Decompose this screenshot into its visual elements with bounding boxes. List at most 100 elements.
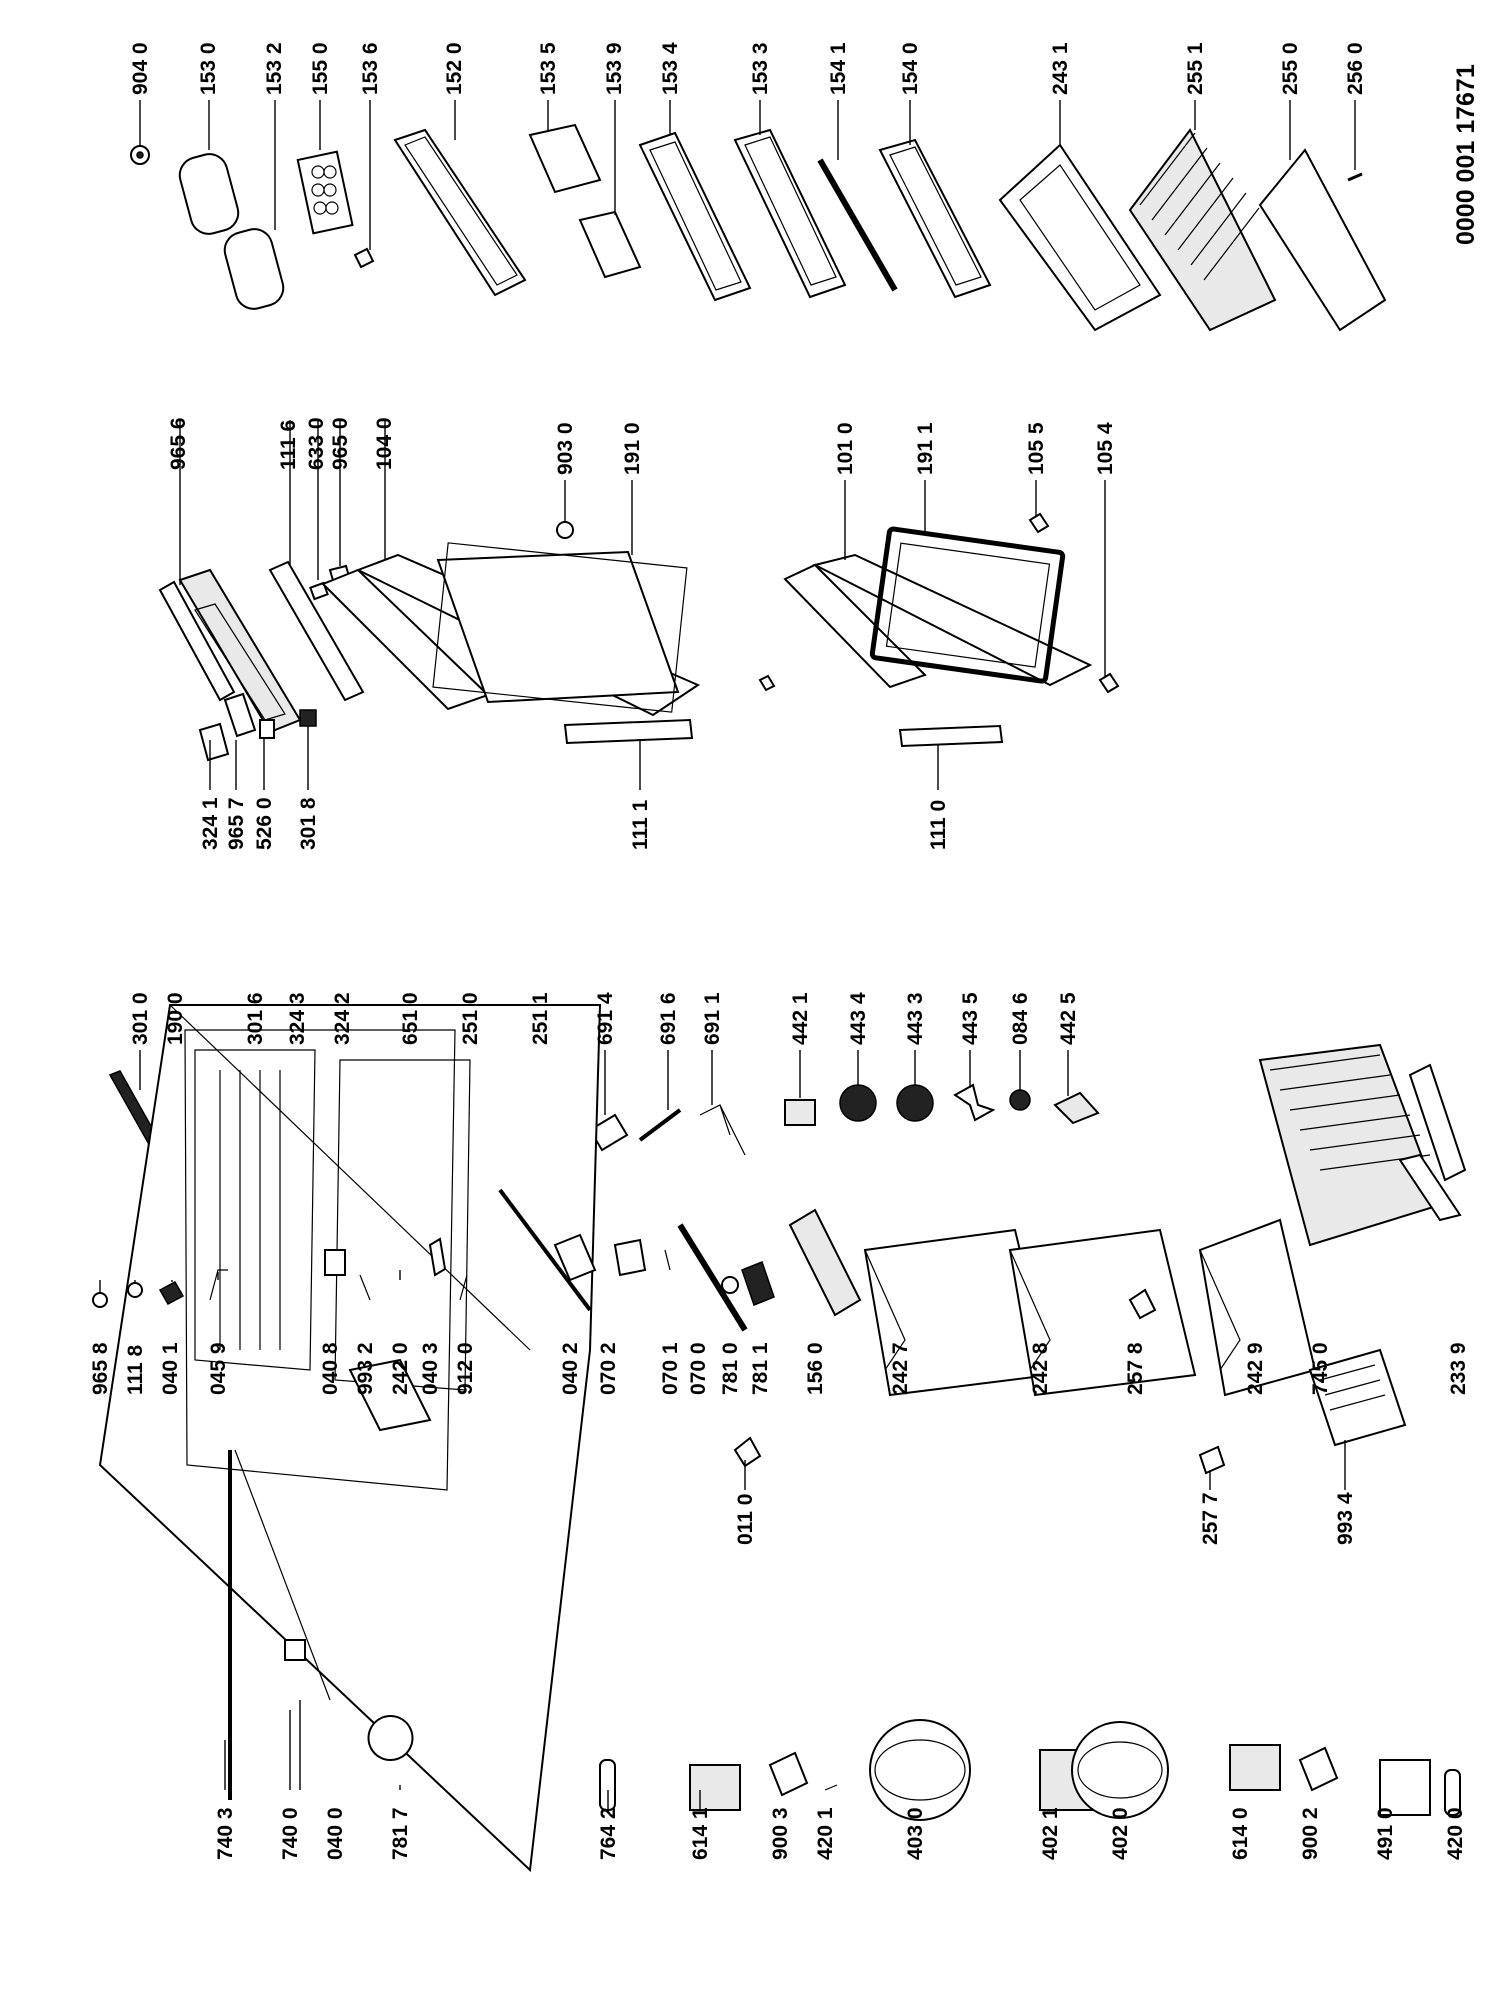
label-614-1: 614 1 xyxy=(689,1807,712,1860)
label-651-0: 651 0 xyxy=(399,992,422,1045)
label-965-7: 965 7 xyxy=(225,797,248,850)
label-190-0: 190 0 xyxy=(164,992,187,1045)
part-255-0 xyxy=(1258,148,1387,332)
label-255-0: 255 0 xyxy=(1279,42,1302,95)
label-070-2: 070 2 xyxy=(597,1342,620,1395)
label-251-0: 251 0 xyxy=(459,992,482,1045)
part-153-5 xyxy=(528,123,602,194)
label-104-0: 104 0 xyxy=(373,417,396,470)
label-233-9: 233 9 xyxy=(1447,1342,1470,1395)
label-324-2: 324 2 xyxy=(331,992,354,1045)
label-420-0: 420 0 xyxy=(1444,1807,1467,1860)
part-242-8 xyxy=(1008,1228,1197,1397)
label-402-1: 402 1 xyxy=(1039,1807,1062,1860)
label-040-1: 040 1 xyxy=(159,1342,182,1395)
label-242-7: 242 7 xyxy=(889,1342,912,1395)
label-111-1: 111 1 xyxy=(629,799,652,850)
label-301-6: 301 6 xyxy=(244,992,267,1045)
label-153-4: 153 4 xyxy=(659,42,682,95)
label-324-1: 324 1 xyxy=(199,797,222,850)
label-903-0: 903 0 xyxy=(554,422,577,475)
part-153-4 xyxy=(638,131,752,302)
part-153-0 xyxy=(178,153,240,235)
label-153-6: 153 6 xyxy=(359,42,382,95)
label-040-8: 040 8 xyxy=(319,1342,342,1395)
label-301-0: 301 0 xyxy=(129,992,152,1045)
label-111-0: 111 0 xyxy=(927,799,950,850)
label-153-9: 153 9 xyxy=(603,42,626,95)
label-257-8: 257 8 xyxy=(1124,1342,1147,1395)
label-251-1: 251 1 xyxy=(529,992,552,1045)
label-781-7: 781 7 xyxy=(389,1807,412,1860)
label-900-3: 900 3 xyxy=(769,1807,792,1860)
label-011-0: 011 0 xyxy=(734,1493,757,1545)
label-070-0: 070 0 xyxy=(687,1342,710,1395)
label-614-0: 614 0 xyxy=(1229,1807,1252,1860)
label-045-9: 045 9 xyxy=(207,1342,230,1395)
label-633-0: 633 0 xyxy=(305,417,328,470)
label-491-0: 491 0 xyxy=(1374,1807,1397,1860)
label-442-1: 442 1 xyxy=(789,992,812,1045)
label-154-1: 154 1 xyxy=(827,42,850,95)
label-154-0: 154 0 xyxy=(899,42,922,95)
label-040-3: 040 3 xyxy=(419,1342,442,1395)
label-781-0: 781 0 xyxy=(719,1342,742,1395)
label-153-0: 153 0 xyxy=(197,42,220,95)
label-965-0: 965 0 xyxy=(329,417,352,470)
label-153-5: 153 5 xyxy=(537,42,560,95)
label-256-0: 256 0 xyxy=(1344,42,1367,95)
label-443-4: 443 4 xyxy=(847,992,870,1045)
label-442-5: 442 5 xyxy=(1057,992,1080,1045)
cabinet-body xyxy=(98,1004,602,1873)
label-255-1: 255 1 xyxy=(1184,42,1207,95)
door-parts-group xyxy=(158,420,1120,790)
top-parts-group xyxy=(130,100,1387,332)
label-242-8: 242 8 xyxy=(1029,1342,1052,1395)
label-111-8: 111 8 xyxy=(124,1344,147,1395)
document-id: 0000 001 17671 xyxy=(1452,64,1480,245)
label-443-5: 443 5 xyxy=(959,992,982,1045)
label-420-1: 420 1 xyxy=(814,1807,837,1860)
label-764-2: 764 2 xyxy=(597,1807,620,1860)
cabinet-group xyxy=(92,1004,1467,1873)
label-904-0: 904 0 xyxy=(129,42,152,95)
label-443-3: 443 3 xyxy=(904,992,927,1045)
part-402-0 xyxy=(1071,1721,1169,1819)
bottom-parts-group xyxy=(224,1449,1461,1821)
label-101-0: 101 0 xyxy=(834,422,857,475)
label-993-2: 993 2 xyxy=(354,1342,377,1395)
label-691-6: 691 6 xyxy=(657,992,680,1045)
label-070-1: 070 1 xyxy=(659,1342,682,1395)
label-105-5: 105 5 xyxy=(1025,422,1048,475)
label-965-6: 965 6 xyxy=(167,417,190,470)
label-912-0: 912 0 xyxy=(454,1342,477,1395)
label-900-2: 900 2 xyxy=(1299,1807,1322,1860)
label-111-6: 111 6 xyxy=(277,419,300,470)
label-526-0: 526 0 xyxy=(253,797,276,850)
label-745-0: 745 0 xyxy=(1309,1342,1332,1395)
label-242-9: 242 9 xyxy=(1244,1342,1267,1395)
part-153-3 xyxy=(733,128,847,299)
label-257-7: 257 7 xyxy=(1199,1492,1222,1545)
label-243-1: 243 1 xyxy=(1049,42,1072,95)
label-242-0: 242 0 xyxy=(389,1342,412,1395)
label-105-4: 105 4 xyxy=(1094,422,1117,475)
label-153-3: 153 3 xyxy=(749,42,772,95)
label-152-0: 152 0 xyxy=(443,42,466,95)
label-040-0: 040 0 xyxy=(324,1807,347,1860)
part-243-1 xyxy=(998,143,1162,332)
label-965-8: 965 8 xyxy=(89,1342,112,1395)
label-691-4: 691 4 xyxy=(594,992,617,1045)
part-153-9 xyxy=(578,210,642,279)
label-993-4: 993 4 xyxy=(1334,1492,1357,1545)
label-324-3: 324 3 xyxy=(286,992,309,1045)
label-740-3: 740 3 xyxy=(214,1807,237,1860)
label-301-8: 301 8 xyxy=(297,797,320,850)
label-155-0: 155 0 xyxy=(309,42,332,95)
part-152-0 xyxy=(393,128,527,297)
label-153-2: 153 2 xyxy=(263,42,286,95)
label-191-0: 191 0 xyxy=(621,422,644,475)
part-153-6 xyxy=(353,247,375,269)
part-154-0 xyxy=(878,138,992,299)
